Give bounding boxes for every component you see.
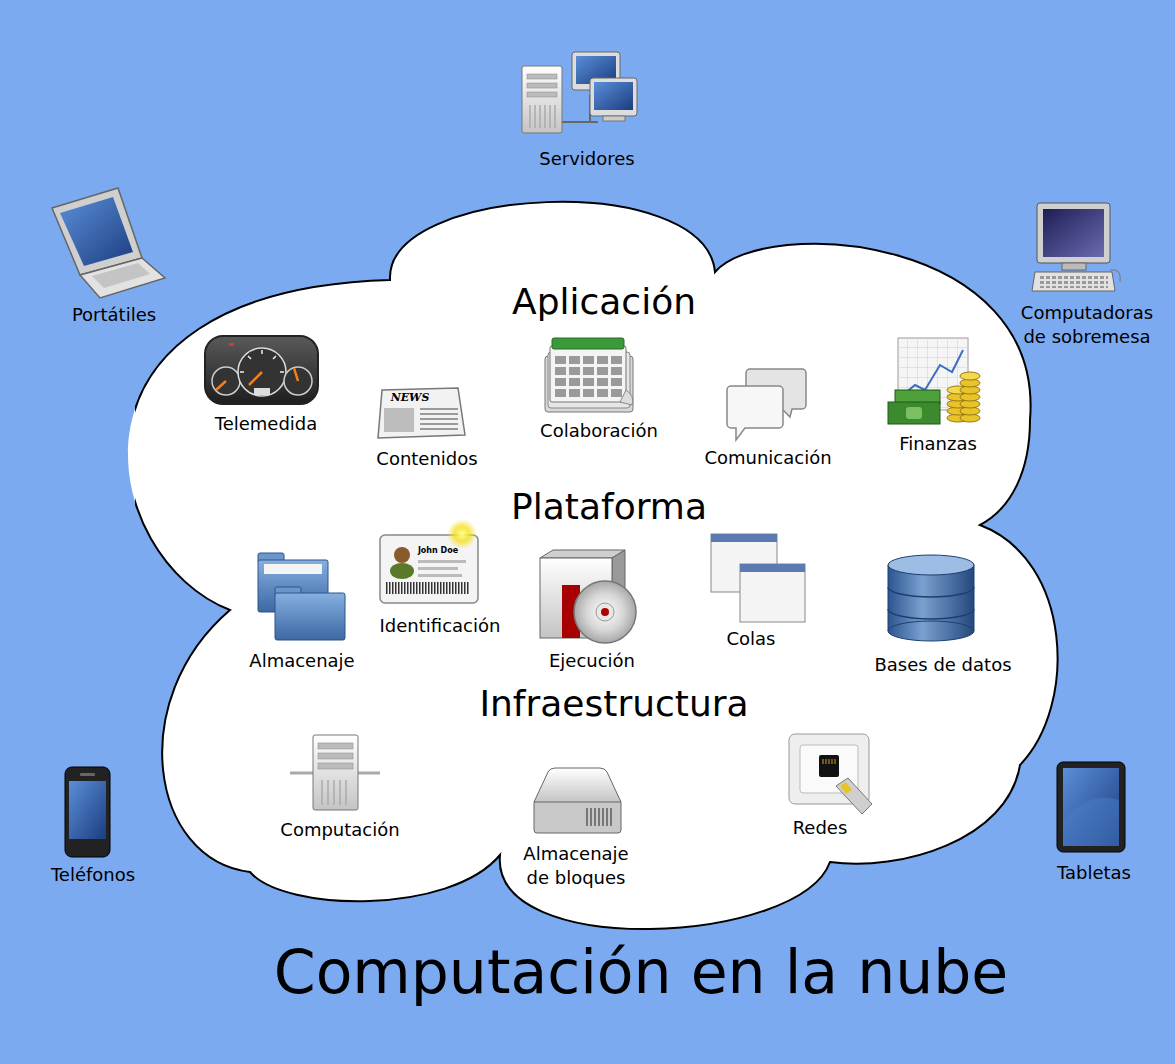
icon-label: Contenidos — [376, 447, 477, 470]
icon-label: Computación — [280, 818, 399, 841]
id-card-icon — [380, 519, 478, 603]
icon-label: Bases de datos — [874, 653, 1011, 676]
cloud-fill — [128, 202, 1058, 929]
icon-label: Tabletas — [1057, 861, 1131, 884]
cloud-border — [135, 202, 1058, 929]
folders-icon — [258, 553, 345, 640]
calendar-icon — [545, 338, 633, 412]
cloud-region: AplicaciónPlataformaInfraestructura — [135, 195, 1065, 940]
icon-text: John Doe — [418, 546, 458, 556]
hard-drive-icon — [534, 768, 621, 833]
laptop-icon — [52, 188, 165, 298]
icon-label: Almacenaje de bloques — [516, 842, 636, 889]
icon-label: Portátiles — [72, 303, 156, 326]
newspaper-icon — [378, 388, 465, 438]
icon-text: NEWS — [391, 391, 430, 405]
icon-label: Telemedida — [215, 412, 318, 435]
icon-label: Finanzas — [899, 432, 977, 455]
compute-server-icon — [290, 735, 380, 810]
tablet-icon — [1057, 762, 1125, 852]
icon-label: Colas — [727, 627, 776, 650]
finance-icon — [888, 338, 980, 424]
icon-label: Computadoras de sobremesa — [1012, 301, 1162, 348]
queue-icon — [711, 534, 805, 622]
network-socket-icon — [789, 734, 872, 814]
icon-label: Comunicación — [704, 446, 831, 469]
icon-label: Ejecución — [549, 649, 635, 672]
layer-heading: Aplicación — [512, 282, 696, 322]
execution-icon — [540, 550, 636, 643]
layer-heading: Infraestructura — [479, 684, 748, 724]
icon-label: Teléfonos — [51, 863, 135, 886]
icon-label: Redes — [793, 816, 848, 839]
desktop-icon — [1032, 203, 1120, 291]
telemetry-icon — [205, 336, 318, 404]
diagram-title: Computación en la nube — [274, 942, 1009, 1002]
icon-label: Almacenaje — [249, 649, 354, 672]
chat-icon — [727, 369, 806, 440]
icon-label: Servidores — [539, 147, 634, 170]
layer-heading: Plataforma — [511, 487, 707, 527]
servers-icon — [522, 52, 637, 133]
icon-label: Colaboración — [540, 419, 658, 442]
phone-icon — [65, 767, 110, 857]
database-icon — [888, 555, 974, 641]
icon-label: Identificación — [380, 614, 501, 637]
